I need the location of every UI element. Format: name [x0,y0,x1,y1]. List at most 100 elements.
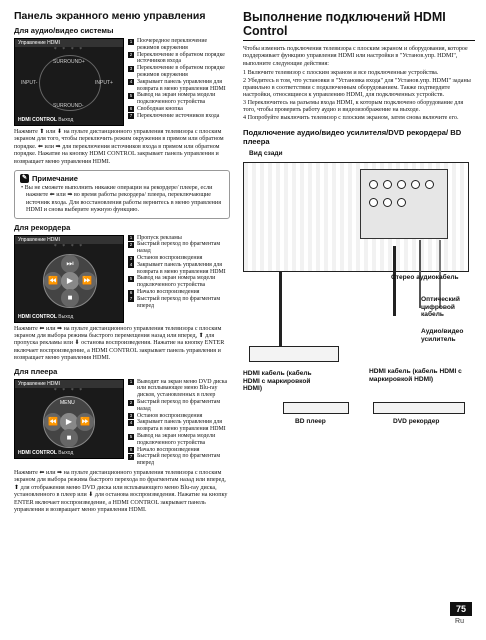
note-text: • Вы не сможете выполнить никакие операц… [21,185,221,214]
forward-icon: ⏩ [76,412,94,431]
connection-diagram: Вид сзади Стерео аудиокабель Оптический … [243,150,475,450]
step-2: 2 Убедитесь в том, что установки в "Уста… [243,77,471,99]
stop-icon: ■ [60,428,78,447]
recorder-panel: Управление HDMI * * * * ⏭ ⏪ ▶ ⏩ ■ HDMI C… [14,234,230,323]
screen-stars: * * * * [53,243,85,250]
rear-view-label: Вид сзади [247,150,285,158]
optical-cable-label: Оптический цифровой кабель [421,296,460,319]
surround-minus-label: SURROUND- [53,103,84,109]
optical-cable [439,240,441,309]
recorder-instructions: Нажмите ⬅ или ➡ на пульте дистанционного… [14,325,225,362]
forward-icon: ⏩ [78,271,96,290]
step-1: 1 Включите телевизор с плоским экраном и… [243,70,439,77]
hdmi-cable-label-right: HDMI кабель (кабель HDMI с маркировкой H… [369,368,462,383]
screen-footer: HDMI CONTROL Выход [18,313,74,320]
hdmi-cable-label-left: HDMI кабель (кабель HDMI с маркировкой H… [243,370,312,393]
step-3: 3 Переключитесь на разъемы входа HDMI, к… [243,99,464,114]
play-icon: ▶ [61,271,79,290]
audio-jack [411,180,420,190]
player-heading: Для плеера [14,366,58,376]
recorder-control-screen: Управление HDMI * * * * ⏭ ⏪ ▶ ⏩ ■ HDMI C… [14,234,124,323]
left-column: Панель экранного меню управления Для ауд… [14,10,230,514]
screen-stars: * * * * [53,387,85,394]
player-control-screen: Управление HDMI * * * * MENU ⏪ ▶ ⏩ ■ HDM… [14,378,124,459]
note-box: ✎ Примечание • Вы не сможете выполнить н… [14,170,230,219]
note-icon: ✎ [20,174,29,184]
recorder-heading: Для рекордера [14,222,71,232]
bd-player [283,402,349,415]
av-system-heading: Для аудио/видео системы [14,26,114,35]
screen-title: Управление HDMI [15,379,123,388]
player-instructions: Нажмите ⬅ или ➡ на пульте дистанционного… [14,470,228,514]
bd-player-label: BD плеер [295,418,326,426]
player-panel: Управление HDMI * * * * MENU ⏪ ▶ ⏩ ■ HDM… [14,378,230,467]
connections-title: Выполнение подключений HDMI Control [243,10,475,41]
dvd-recorder-label: DVD рекордер [393,418,440,426]
right-column: Выполнение подключений HDMI Control Чтоб… [243,10,475,450]
av-system-panel: Управление HDMI * * * * SURROUND+ INPUT-… [14,38,230,126]
stereo-cable-label: Стерео аудиокабель [391,274,459,282]
av-control-screen: Управление HDMI * * * * SURROUND+ INPUT-… [14,38,124,126]
step-4: 4 Попробуйте выключить телевизор с плоск… [243,114,459,121]
optical-jack [425,180,434,190]
input-minus-label: INPUT- [21,80,38,86]
play-icon: ▶ [60,412,78,431]
tv-input-panel [360,169,448,240]
hdmi-jack [369,198,378,208]
dvd-recorder [373,402,465,415]
menu-label: MENU [60,399,75,406]
hdmi-jack [369,180,378,190]
page-number: 75 [450,602,472,616]
tv-rear-panel [243,162,469,273]
screen-title: Управление HDMI [15,235,123,244]
language-code: Ru [455,618,464,625]
surround-plus-label: SURROUND+ [53,59,85,65]
rewind-icon: ⏪ [44,412,62,431]
rewind-icon: ⏪ [44,271,62,290]
input-plus-label: INPUT+ [95,80,113,86]
av-amp-label: Аудио/видео усилитель [421,328,464,343]
av-system-instructions: Нажмите ⬆ или ⬇ на пульте дистанционного… [14,129,224,165]
screen-title: Управление HDMI [15,39,123,47]
diagram-heading: Подключение аудио/видео усилителя/DVD ре… [243,128,462,147]
screen-stars: * * * * [53,47,85,53]
screen-footer: HDMI CONTROL Выход [18,117,74,123]
note-heading: ✎ Примечание [20,174,78,184]
hdmi-cable-left [279,272,282,347]
control-ring [39,55,101,111]
connections-intro: Чтобы изменить подключения телевизора с … [243,46,468,67]
stereo-cable [419,240,421,309]
hdmi-cable-mid [393,246,396,317]
hdmi-jack [383,198,392,208]
audio-jack [397,198,406,208]
skip-icon: ⏭ [61,254,79,273]
audio-jack [397,180,406,190]
screen-footer: HDMI CONTROL Выход [18,449,74,456]
av-amplifier [249,346,339,363]
section-title: Панель экранного меню управления [14,10,206,22]
hdmi-jack [383,180,392,190]
